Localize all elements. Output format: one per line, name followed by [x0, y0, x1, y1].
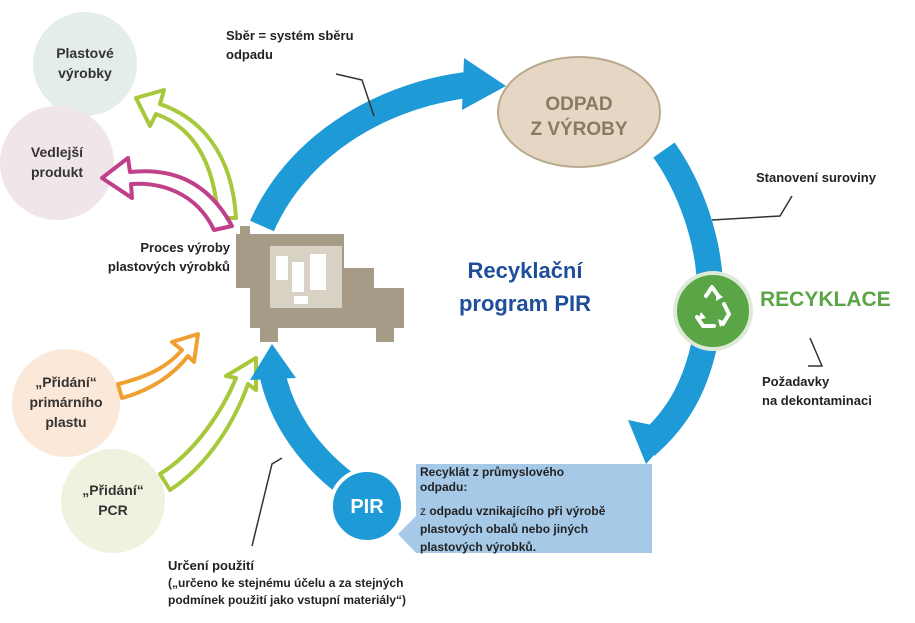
cycle-arrowhead-to-odpad: [462, 58, 506, 110]
circle-text-pridani-primarniho: „Přidání“ primárního plastu: [16, 372, 116, 432]
odpad-label-1: ODPAD: [545, 94, 612, 115]
circle-text-pridani-pcr-2: PCR: [98, 502, 128, 518]
pir-label: PIR: [350, 496, 384, 518]
leader-urceni: [251, 457, 283, 547]
recyklat-body-3: plastových výrobků.: [420, 540, 536, 554]
label-proces-line1: Proces výroby: [140, 240, 230, 255]
arrow-to-vedlejsi-produkt: [100, 156, 234, 232]
circle-text-pridani-pcr-1: „Přidání“: [82, 482, 144, 498]
recyklat-body-1: z odpadu vznikajícího při výrobě: [420, 504, 606, 518]
label-urceni: Určení použití („určeno ke stejnému účel…: [168, 556, 406, 609]
recycle-circle: [673, 271, 753, 351]
leader-pozadavky: [808, 337, 824, 367]
label-sber: Sběr = systém sběru odpadu: [226, 26, 354, 64]
label-stanoveni: Stanovení suroviny: [756, 170, 876, 185]
label-urceni-line2: podmínek použití jako vstupní materiály“…: [168, 593, 407, 607]
arrow-to-plastove-vyrobky: [134, 88, 238, 220]
recyklat-title-1: Recyklát z průmyslového: [420, 465, 564, 479]
leader-stanoveni: [711, 195, 793, 221]
cycle-arrow-sber: [250, 71, 478, 232]
circle-text-pridani-pcr: „Přidání“ PCR: [63, 480, 163, 520]
label-pozadavky-line1: Požadavky: [762, 374, 830, 389]
label-urceni-line1: („určeno ke stejnému účelu a za stejných: [168, 576, 404, 590]
circle-text-vedlejsi-2: produkt: [30, 164, 84, 180]
production-machine-icon: [236, 226, 404, 342]
recyklat-body-2: plastových obalů nebo jiných: [420, 522, 588, 536]
cycle-arrow-stanoveni: [653, 142, 723, 285]
cycle-arrow-urceni: [259, 369, 355, 495]
label-sber-line2: odpadu: [226, 47, 273, 62]
label-sber-line1: Sběr = systém sběru: [226, 28, 354, 43]
label-proces-line2: plastových výrobků: [107, 259, 230, 274]
label-pozadavky: Požadavky na dekontaminaci: [762, 372, 872, 410]
circle-pridani-pcr: [61, 449, 165, 553]
circle-pridani-primarniho: [12, 349, 120, 457]
center-title-line1: Recyklační: [467, 258, 583, 283]
label-proces: Proces výroby plastových výrobků: [80, 238, 230, 276]
recycle-icon: [695, 285, 731, 328]
circle-text-vedlejsi-1: Vedlejší: [30, 144, 84, 160]
label-urceni-title: Určení použití: [168, 558, 254, 573]
recycle-node: [673, 271, 753, 351]
odpad-z-vyroby-node: [497, 56, 661, 168]
recyklat-title-2: odpadu:: [420, 480, 467, 494]
odpad-label-2: Z VÝROBY: [530, 118, 627, 140]
label-pozadavky-line2: na dekontaminaci: [762, 393, 872, 408]
circle-text-plastove-2: výrobky: [58, 65, 112, 81]
cycle-arrowhead-to-recyklat: [628, 420, 676, 464]
circle-plastove-vyrobky: [33, 12, 137, 116]
circle-text-vedlejsi: Vedlejší produkt: [7, 142, 107, 182]
circle-text-plastove: Plastové výrobky: [35, 43, 135, 83]
circle-vedlejsi-produkt: [0, 106, 114, 220]
circle-text-pridani-primarniho-3: plastu: [45, 414, 87, 430]
leader-sber: [335, 73, 375, 117]
circle-text-plastove-1: Plastové: [56, 45, 114, 61]
recycling-cycle: [250, 58, 723, 495]
recyklace-label: RECYKLACE: [760, 288, 891, 311]
leader-lines: [251, 73, 824, 547]
center-title-line2: program PIR: [458, 291, 592, 316]
circle-text-pridani-primarniho-1: „Přidání“: [35, 374, 97, 390]
center-title: Recyklační program PIR: [420, 254, 630, 320]
circle-text-pridani-primarniho-2: primárního: [29, 394, 103, 410]
cycle-arrowhead-to-machine: [250, 344, 296, 380]
recyklat-box: [398, 464, 652, 553]
arrow-from-primarni-plast: [116, 332, 200, 400]
pir-node: [329, 468, 405, 544]
arrow-from-pcr: [158, 356, 258, 492]
